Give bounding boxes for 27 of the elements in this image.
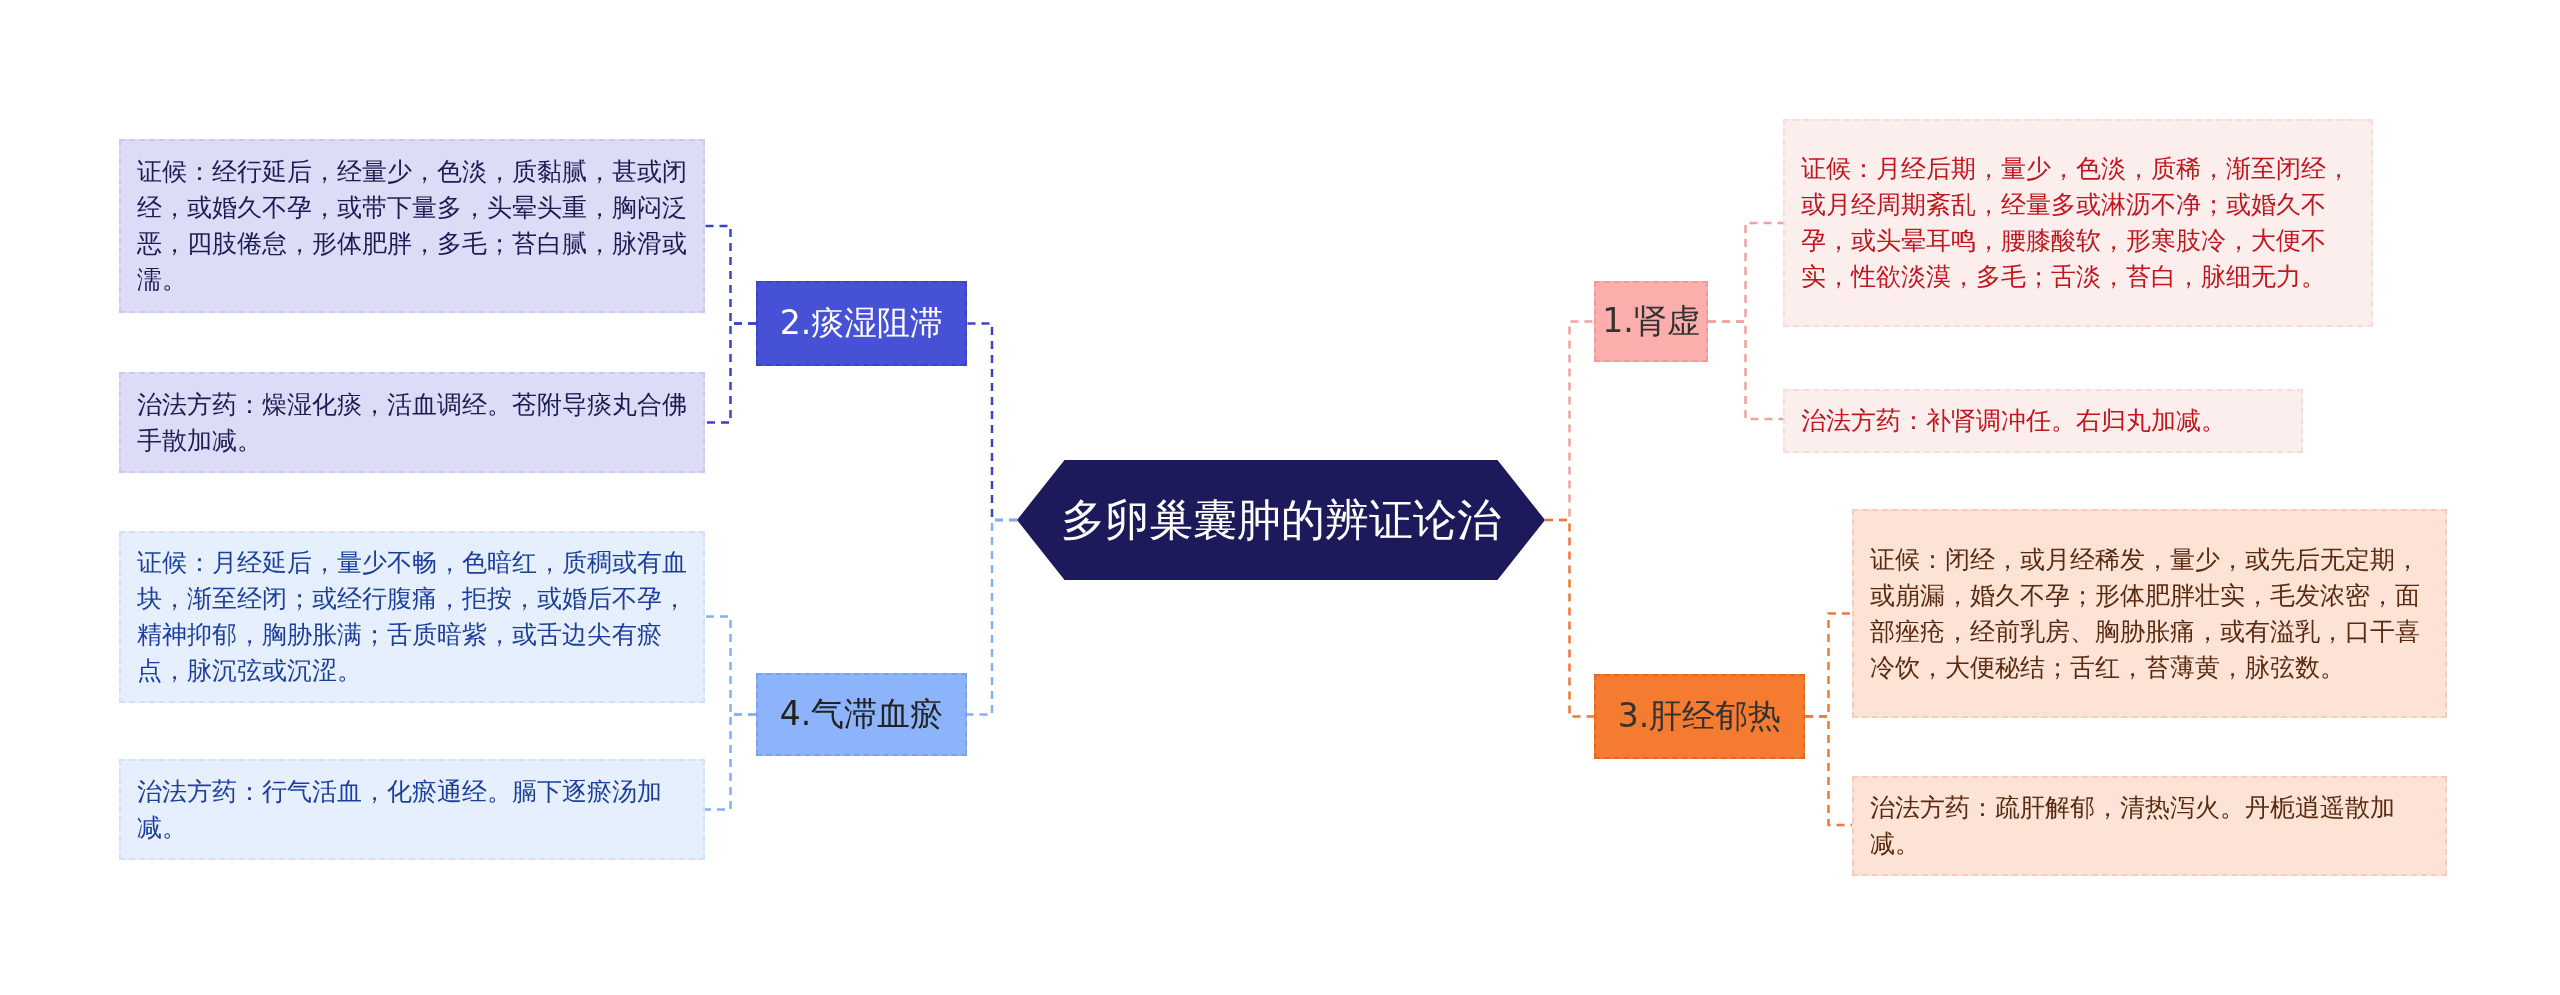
detail-text: 治法方药：燥湿化痰，活血调经。苍附导痰丸合佛手散加减。 [137, 388, 687, 457]
detail-text: 证候：经行延后，经量少，色淡，质黏腻，甚或闭经，或婚久不孕，或带下量多，头晕头重，胸闷泛恶，四肢倦怠，形体肥胖，多毛；苔白腻，脉滑或濡。 [137, 156, 687, 296]
detail-card [119, 372, 705, 473]
detail-text: 证候：月经延后，量少不畅，色暗红，质稠或有血块，渐至经闭；或经行腹痛，拒按，或婚后不孕，精神抑郁，胸胁胀满；舌质暗紫，或舌边尖有瘀点，脉沉弦或沉涩。 [137, 547, 687, 687]
connector-line [705, 713, 756, 811]
connector-line [967, 518, 1017, 716]
connector-line [1708, 320, 1783, 421]
detail-text: 治法方药：行气活血，化瘀通经。膈下逐瘀汤加减。 [137, 775, 663, 844]
detail-text: 证候：月经后期，量少，色淡，质稀，渐至闭经，或月经周期紊乱，经量多或淋沥不净；或婚久不孕，或头晕耳鸣，腰膝酸软，形寒肢冷，大便不实，性欲淡漠，多毛；舌淡，苔白，脉细无力。 [1801, 153, 2352, 293]
topic-label: 4.气滞血瘀 [756, 673, 967, 756]
topic-label: 2.痰湿阻滞 [756, 281, 967, 366]
connector-line [1805, 715, 1852, 827]
connector-line [705, 322, 756, 424]
detail-card [1783, 119, 2373, 327]
topic-label: 1.肾虚 [1594, 281, 1708, 362]
detail-text: 治法方药：补肾调冲任。右归丸加减。 [1801, 405, 2226, 437]
detail-card [1783, 389, 2303, 453]
detail-text: 证候：闭经，或月经稀发，量少，或先后无定期，或崩漏，婚久不孕；形体肥胖壮实，毛发浓密，面部痤疮，经前乳房、胸胁胀痛，或有溢乳，口干喜冷饮，大便秘结；舌红，苔薄黄，脉弦数。 [1870, 543, 2421, 684]
title-text: 多卵巢囊肿的辨证论治 [1061, 492, 1501, 547]
detail-card [119, 531, 705, 703]
connector-line [1545, 518, 1594, 718]
topic-label: 3.肝经郁热 [1594, 674, 1805, 759]
detail-card [1852, 776, 2447, 876]
detail-text: 治法方药：疏肝解郁，清热泻火。丹栀逍遥散加减。 [1870, 792, 2396, 860]
detail-card [119, 139, 705, 313]
detail-card [1852, 509, 2447, 718]
detail-card [119, 759, 705, 860]
